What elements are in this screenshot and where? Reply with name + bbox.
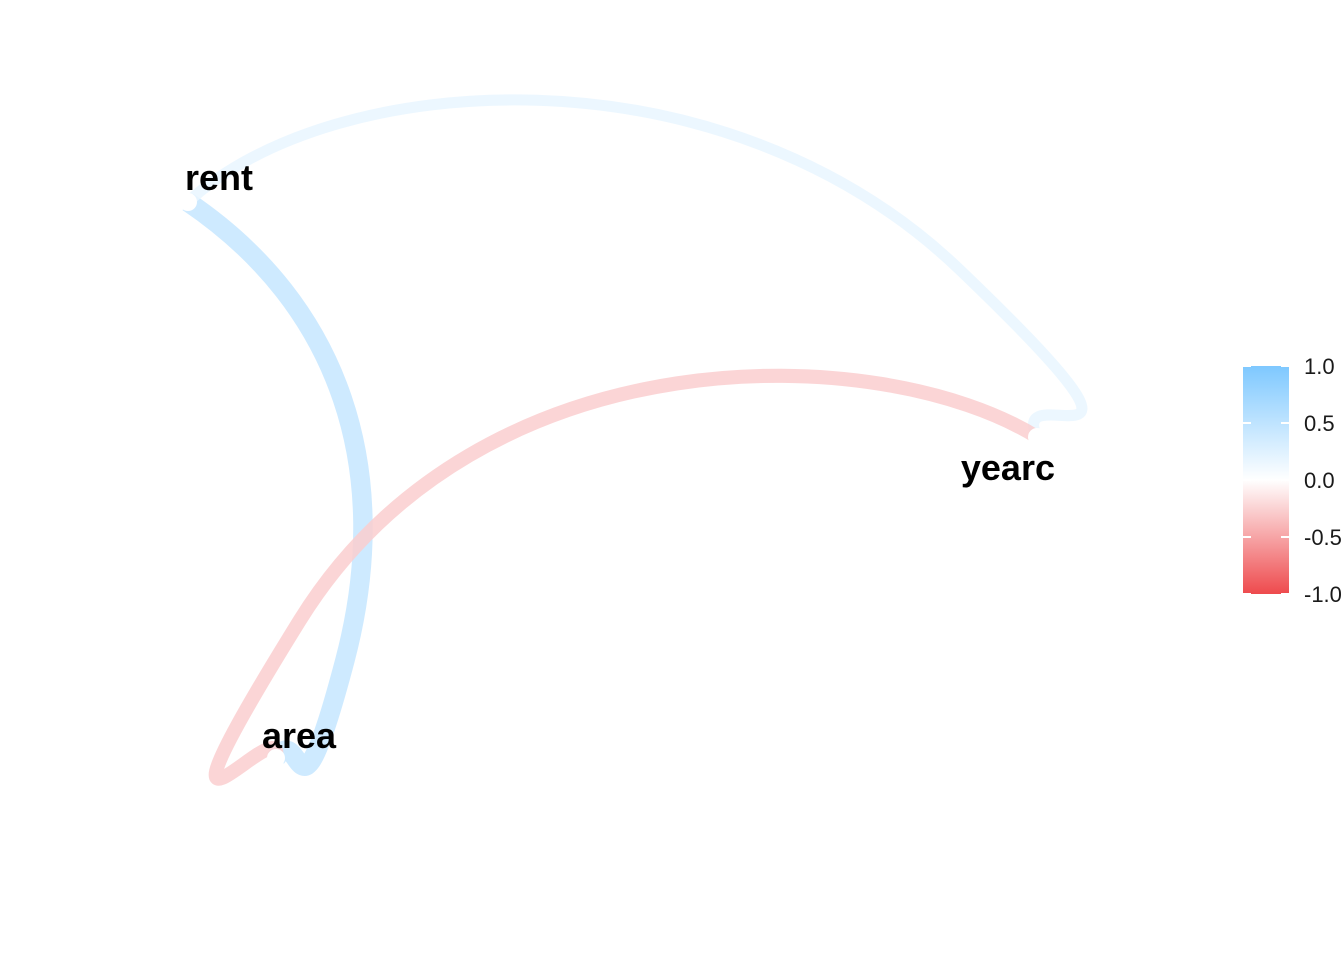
node-label-area: area (262, 715, 337, 756)
node-rent (179, 193, 197, 211)
legend-tick-label: -1.0 (1304, 582, 1342, 607)
color-legend: 1.0 0.5 0.0 -0.5 -1.0 (1243, 354, 1342, 607)
edge-rent-area (182, 193, 373, 776)
edge-rent-yearc (184, 94, 1088, 440)
legend-tick-label: 0.0 (1304, 468, 1335, 493)
node-yearc (1028, 428, 1046, 446)
node-label-yearc: yearc (961, 447, 1055, 488)
node-area (267, 749, 285, 767)
legend-tick-label: 0.5 (1304, 411, 1335, 436)
labels-layer: rent yearc area (185, 157, 1055, 756)
legend-tick-label: -0.5 (1304, 525, 1342, 550)
nodes-layer (179, 193, 1046, 767)
edge-yearc-area (208, 368, 1041, 786)
legend-tick-label: 1.0 (1304, 354, 1335, 379)
node-label-rent: rent (185, 157, 253, 198)
edges-layer (182, 94, 1088, 786)
